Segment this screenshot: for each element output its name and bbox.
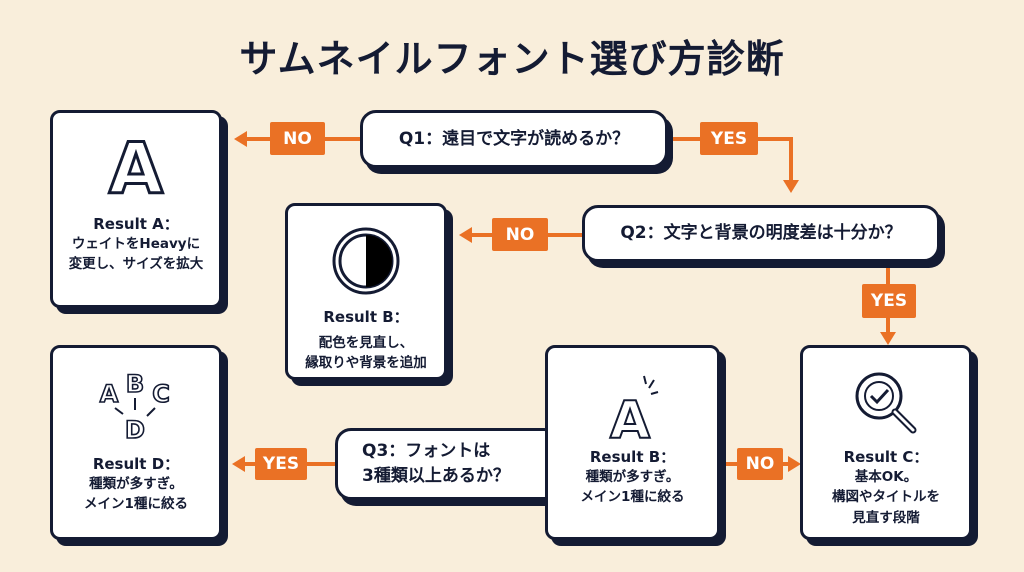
question-3-line1: Q3：フォントは [362, 441, 491, 462]
q2-no-label: NO [492, 218, 548, 251]
result-b2-title: Result B： [589, 448, 676, 466]
q3-yes-label: YES [255, 448, 307, 480]
q1-yes-label: YES [700, 122, 758, 155]
arrow-down-icon [783, 180, 799, 193]
result-a-line1: ウェイトをHeavyに [71, 236, 201, 252]
result-b-fonts-card: A Result B： 種類が多すぎ。 メイン1種に絞る [545, 345, 720, 540]
result-b-contrast-card: Result B： 配色を見直し、 縁取りや背景を追加 [285, 203, 447, 380]
svg-text:A: A [100, 380, 119, 408]
result-d-title: Result D： [92, 455, 180, 473]
arrow-right-icon [788, 456, 801, 472]
result-b2-line1: 種類が多すぎ。 [585, 469, 680, 485]
q2-yes-label: YES [862, 284, 916, 318]
question-3: Q3：フォントは 3種類以上あるか？ [335, 428, 560, 500]
result-d-line2: メイン1種に絞る [84, 496, 188, 513]
result-a-title: Result A： [93, 215, 179, 233]
result-a-card: A Result A： ウェイトをHeavyに 変更し、サイズを拡大 [50, 110, 222, 308]
question-2: Q2：文字と背景の明度差は十分か？ [582, 205, 940, 262]
result-c-line1: 基本OK。 [854, 469, 918, 485]
q1-yes-connector-down [789, 137, 793, 182]
result-c-title: Result C： [843, 448, 929, 466]
arrow-left-icon [234, 131, 247, 147]
result-b1-line1: 配色を見直し、 [318, 335, 414, 351]
contrast-icon [332, 227, 400, 295]
page-title: サムネイルフォント選び方診断 [239, 37, 785, 81]
result-b2-line2: メイン1種に絞る [580, 489, 685, 506]
result-a-line2: 変更し、サイズを拡大 [68, 256, 204, 273]
svg-text:B: B [126, 370, 144, 398]
svg-text:A: A [109, 135, 163, 197]
result-b1-line2: 縁取りや背景を追加 [305, 355, 427, 372]
question-1-text: Q1：遠目で文字が読めるか？ [398, 128, 630, 149]
question-1: Q1：遠目で文字が読めるか？ [360, 110, 668, 168]
arrow-left-icon [459, 227, 472, 243]
letter-a-outline-icon: A [107, 135, 164, 197]
q3-no-label: NO [737, 448, 783, 480]
result-c-line3: 見直す段階 [852, 509, 920, 526]
svg-text:C: C [152, 380, 170, 408]
arrow-left-icon [232, 456, 245, 472]
magnifier-check-icon [855, 372, 917, 434]
q1-no-label: NO [270, 122, 325, 155]
arrow-down-icon [880, 332, 896, 345]
result-c-line2: 構図やタイトルを [832, 489, 940, 506]
svg-text:D: D [125, 416, 145, 441]
letter-a-sparkle-icon: A [608, 375, 658, 442]
question-2-text: Q2：文字と背景の明度差は十分か？ [620, 223, 902, 244]
result-b1-title: Result B： [323, 308, 409, 326]
result-d-line1: 種類が多すぎ。 [89, 476, 183, 492]
result-c-card: Result C： 基本OK。 構図やタイトルを 見直す段階 [800, 345, 972, 540]
svg-text:A: A [609, 391, 649, 442]
question-3-line2: 3種類以上あるか？ [362, 466, 510, 486]
